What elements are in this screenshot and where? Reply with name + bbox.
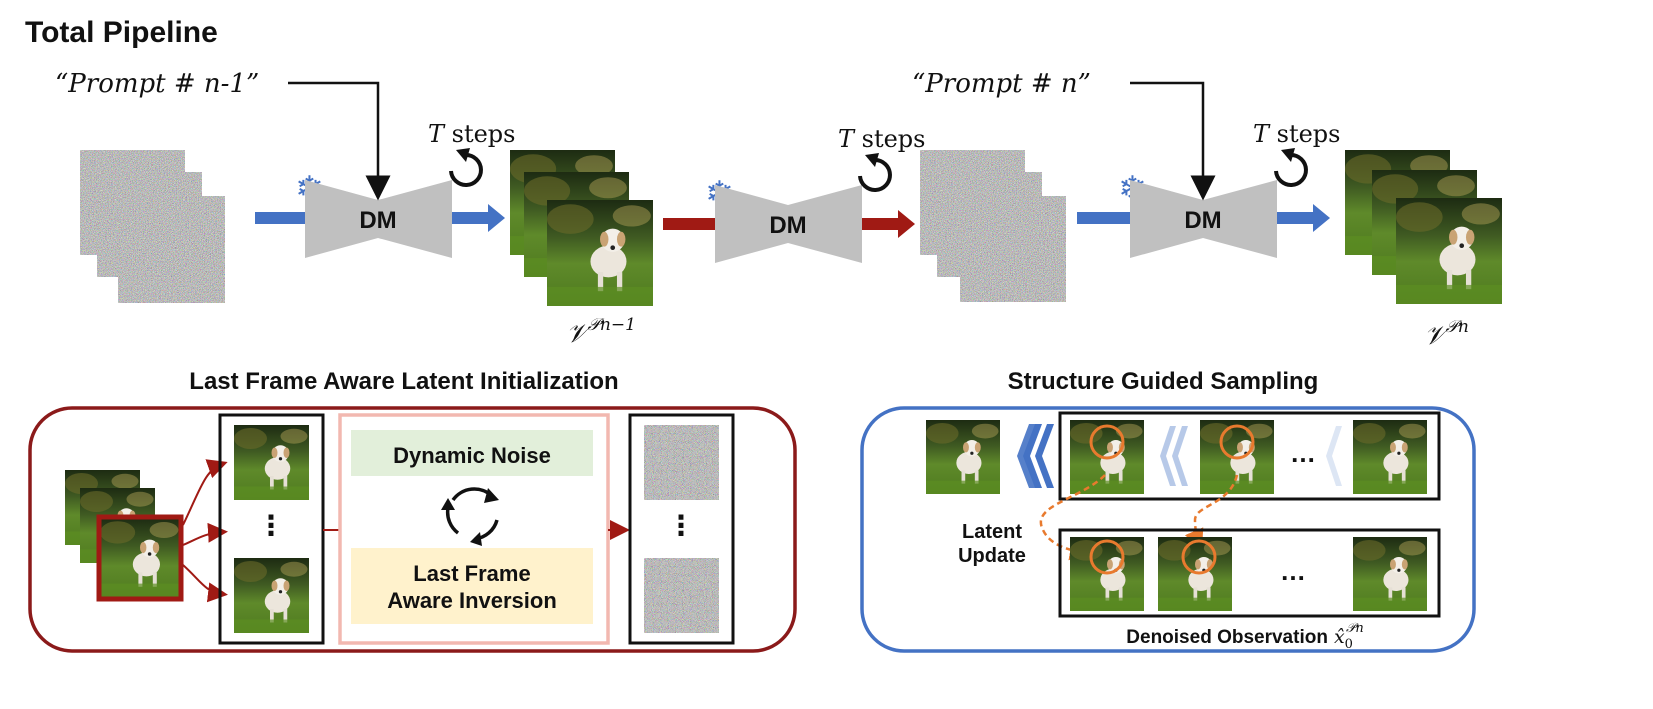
denoised-observation-box: [1058, 528, 1441, 618]
right-panel-title: Structure Guided Sampling: [1008, 368, 1319, 395]
horizontal-dots: …: [1280, 556, 1306, 586]
orange-circle: [1089, 539, 1125, 575]
steps-label-1: T steps: [428, 120, 516, 148]
page-title: Total Pipeline: [25, 16, 218, 49]
inversion-box: [351, 548, 593, 624]
horizontal-dots: …: [1290, 438, 1316, 468]
video-curr-label: 𝒱𝒫n: [1424, 317, 1469, 351]
prompt-arrow-1: [288, 81, 391, 201]
red-arrow-2: [862, 210, 915, 238]
orange-circle: [1089, 424, 1125, 460]
latent-update-label-2: Update: [958, 545, 1026, 567]
prompt-prev: “Prompt # n-1”: [55, 69, 259, 99]
inversion-label-1: Last Frame: [413, 561, 530, 586]
dm-block-3: DM: [1130, 180, 1277, 258]
observation-frame-3: [1353, 537, 1427, 611]
sampling-frame-3: [1353, 420, 1427, 494]
latent-update-label-1: Latent: [962, 521, 1022, 543]
blue-arrow-shaft-1: [255, 212, 310, 224]
steps-label-3: T steps: [1253, 120, 1341, 148]
blue-arrow-2: [452, 204, 505, 232]
orange-circle: [1219, 424, 1255, 460]
right-panel-border: [860, 406, 1476, 653]
output-frame: [926, 420, 1000, 494]
video-stack-prev: [510, 150, 653, 306]
dm-label: DM: [359, 207, 396, 234]
noise-stack-2: [920, 150, 1066, 302]
video-stack-curr: [1345, 150, 1502, 304]
last-frame-stack: [65, 470, 184, 602]
loop-arrow-icon: [858, 153, 892, 192]
prompt-curr: “Prompt # n”: [912, 69, 1091, 99]
blue-arrow-4: [1277, 204, 1330, 232]
fan-arrows: [182, 459, 228, 603]
left-panel-title: Last Frame Aware Latent Initialization: [189, 368, 618, 395]
chevron-left-icon: [1326, 426, 1342, 486]
loop-arrow-icon: [1274, 148, 1308, 187]
loop-arrow-icon: [449, 148, 483, 187]
left-panel-border: [28, 406, 797, 653]
orange-circle: [1181, 539, 1217, 575]
vertical-dots: ⋮: [257, 510, 285, 541]
dm-label: DM: [1184, 207, 1221, 234]
inversion-label-2: Aware Inversion: [387, 588, 557, 613]
chevron-left-icon: [1017, 424, 1054, 488]
dynamic-noise-label: Dynamic Noise: [393, 443, 551, 468]
steps-label-2: T steps: [838, 125, 926, 153]
video-prev-label: 𝒱𝒫n−1: [566, 315, 636, 349]
init-noise-box: ⋮: [628, 413, 735, 645]
chevron-left-icon: [1160, 426, 1188, 486]
cycle-arrows-icon: [441, 487, 499, 546]
repeated-frames-box: ⋮: [218, 413, 325, 645]
blue-arrow-shaft-3: [1077, 212, 1137, 224]
last-frame-highlight: [96, 514, 184, 602]
vertical-dots: ⋮: [667, 510, 695, 541]
sampling-sequence-box: [1058, 411, 1441, 501]
prompt-arrow-2: [1130, 81, 1216, 201]
dm-block-2: DM: [715, 185, 862, 263]
dynamic-noise-box: [351, 430, 593, 476]
noise-stack-1: [80, 150, 225, 303]
red-arrow-shaft-1: [663, 218, 718, 230]
dm-block-1: DM: [305, 180, 452, 258]
dm-label: DM: [769, 212, 806, 239]
